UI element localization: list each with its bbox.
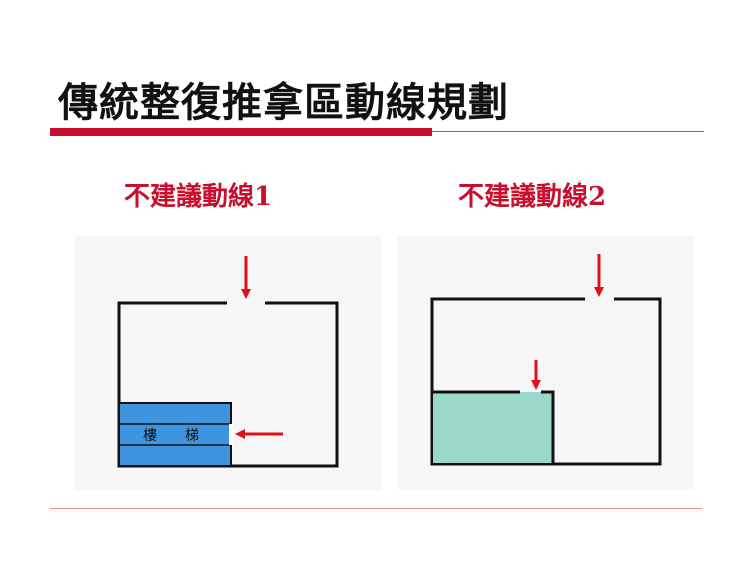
subtitle-route-1: 不建議動線1	[124, 182, 273, 212]
footer-rule	[50, 508, 702, 509]
diagram-panel-2	[398, 236, 694, 490]
stair-label-2: 梯	[185, 428, 199, 444]
title-underline-thin	[432, 131, 704, 132]
title-underline-thick	[50, 128, 432, 136]
room-wall	[430, 297, 662, 466]
stair-block	[118, 402, 233, 467]
treatment-area-wall-right	[541, 390, 555, 464]
subtitle-route-2: 不建議動線2	[458, 182, 607, 212]
treatment-area	[433, 392, 552, 463]
diagram-panel-1: 樓 梯	[75, 236, 381, 490]
slide-title: 傳統整復推拿區動線規劃	[58, 79, 509, 126]
stair-label-1: 樓	[143, 428, 157, 444]
floor-plan-2	[430, 254, 662, 466]
floor-plan-1: 樓 梯	[117, 256, 339, 468]
